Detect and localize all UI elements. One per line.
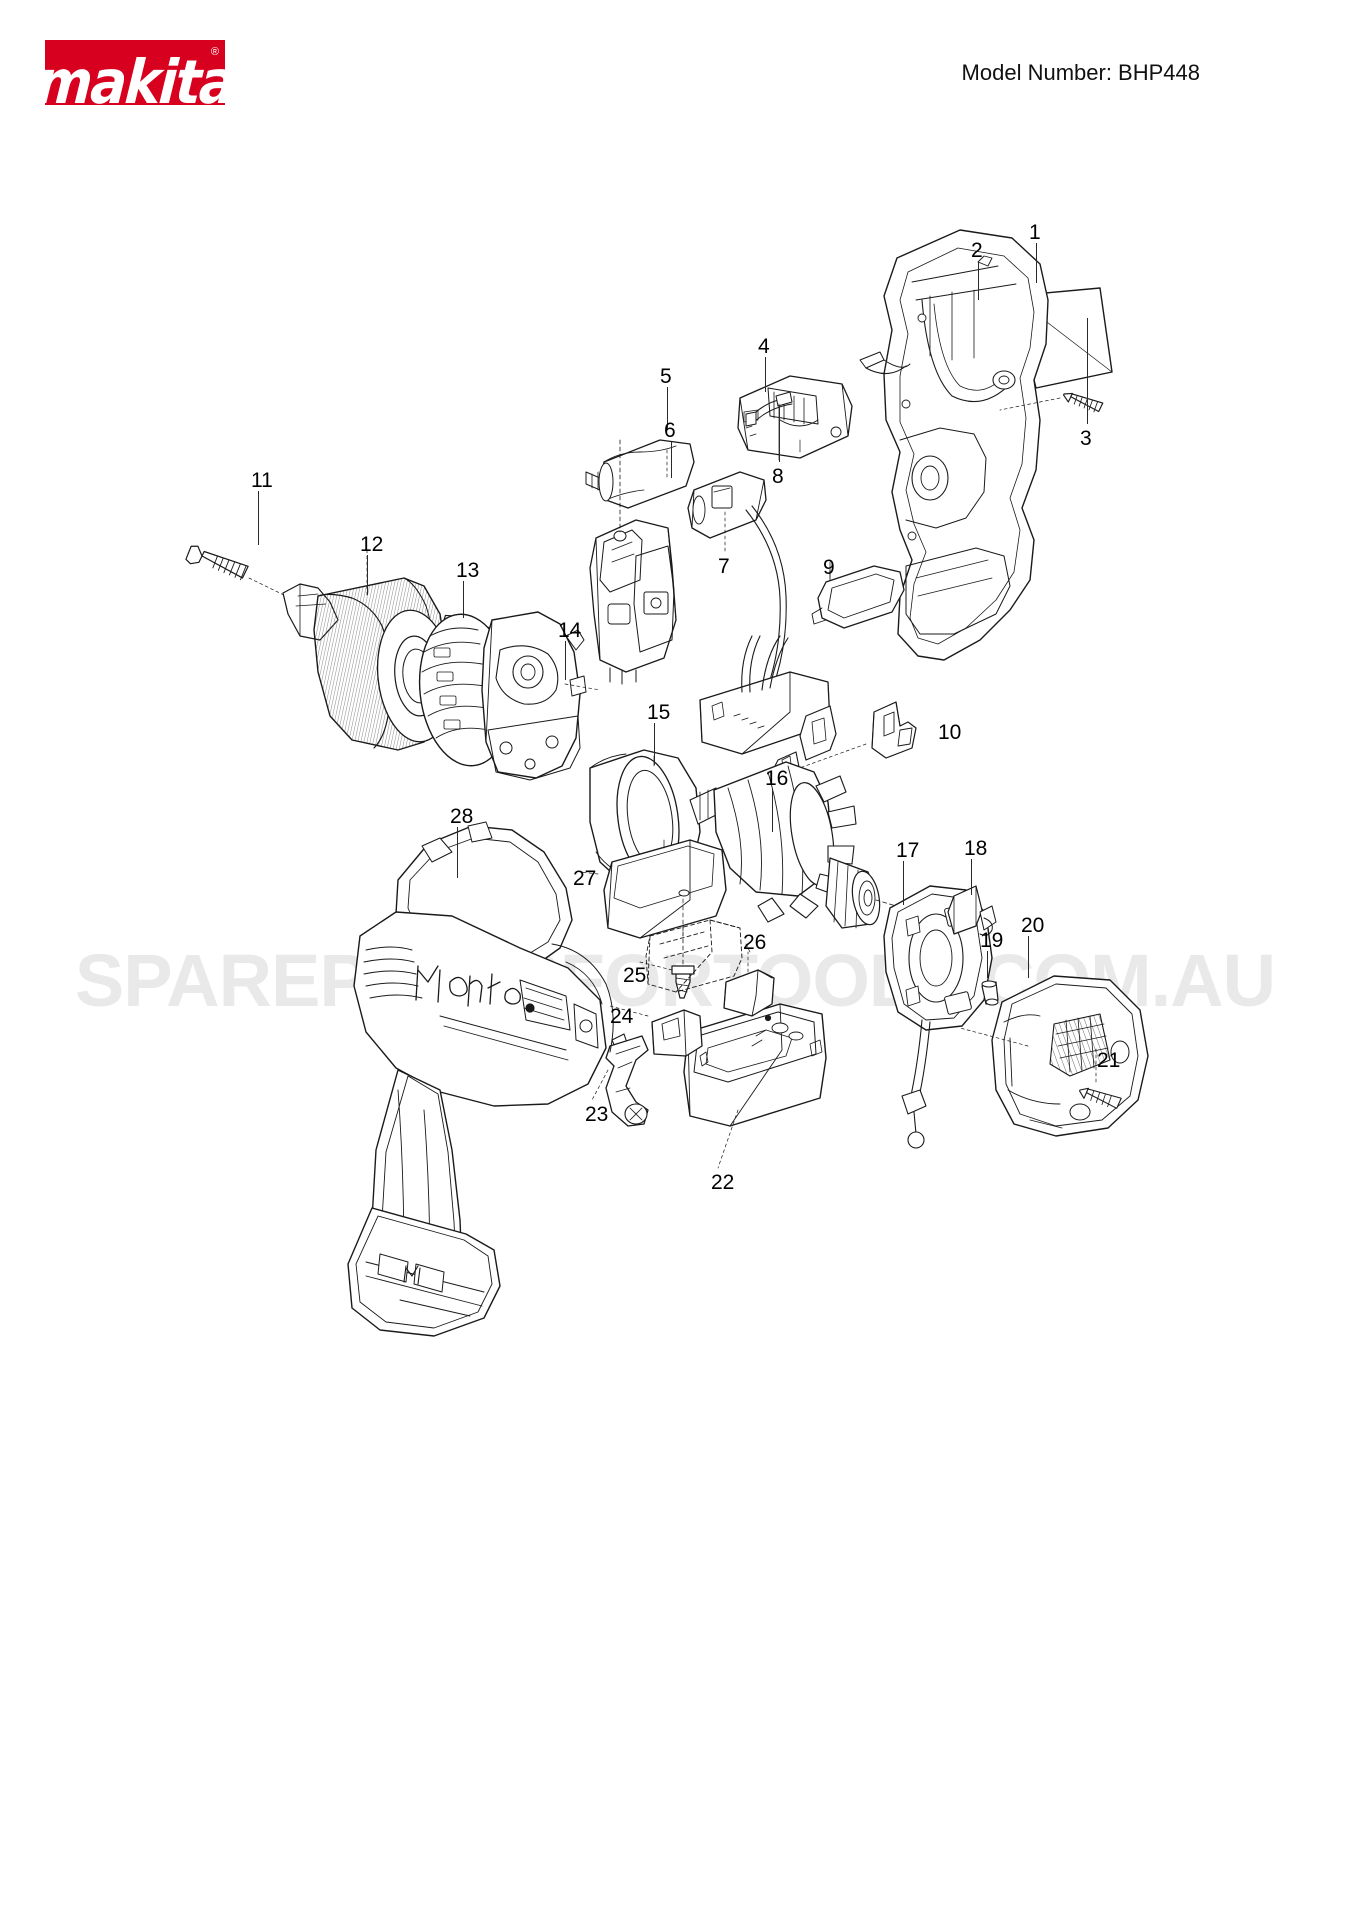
part-3-screw: [999, 385, 1104, 417]
part-27-controller-plate: [579, 839, 743, 993]
leader-8: [779, 405, 780, 462]
part-4-speed-selector: [737, 375, 853, 459]
part-24-insulation-cap: [609, 1005, 703, 1057]
part-26-insulation-block: [723, 941, 775, 1017]
part-callout-24: 24: [610, 1005, 634, 1028]
leader-20: [1028, 936, 1029, 978]
leader-28: [457, 827, 458, 878]
part-19-pin-bushing: [981, 980, 999, 1006]
part-callout-19: 19: [980, 929, 1004, 952]
leader-1: [1036, 243, 1037, 283]
part-callout-22: 22: [711, 1171, 735, 1194]
leader-13: [463, 581, 464, 618]
part-callout-8: 8: [772, 465, 784, 488]
part-callout-14: 14: [558, 619, 582, 642]
part-callout-1: 1: [1029, 221, 1041, 244]
leader-6: [671, 441, 672, 478]
part-callout-10: 10: [938, 721, 962, 744]
part-callout-27: 27: [573, 867, 597, 890]
part-callout-26: 26: [743, 931, 767, 954]
part-callout-9: 9: [823, 556, 835, 579]
leader-15: [654, 723, 655, 765]
part-callout-3: 3: [1080, 427, 1092, 450]
controller-connector-block: [699, 635, 837, 761]
part-callout-5: 5: [660, 365, 672, 388]
leader-14: [565, 641, 566, 680]
part-6-switch-assembly: [589, 439, 677, 685]
part-callout-18: 18: [964, 837, 988, 860]
part-callout-6: 6: [664, 419, 676, 442]
part-callout-15: 15: [647, 701, 671, 724]
part-callout-7: 7: [718, 555, 730, 578]
part-14-gear-assembly: [418, 611, 601, 781]
part-callout-23: 23: [585, 1103, 609, 1126]
part-28-left-housing: [347, 821, 614, 1337]
part-2-housing-half: [883, 229, 1049, 661]
part-21-cap-screw: [1079, 1045, 1122, 1109]
part-18-carbon-brush: [947, 885, 997, 936]
registered-trademark-icon: ®: [210, 46, 219, 58]
leader-3: [1087, 318, 1088, 424]
leader-12: [367, 555, 368, 595]
part-23-terminal-strap: [591, 1033, 649, 1127]
part-callout-4: 4: [758, 335, 770, 358]
part-5-reversing-lever: [585, 439, 695, 509]
leader-19: [987, 951, 988, 978]
model-number-label: Model Number: BHP448: [961, 60, 1200, 85]
leader-4: [765, 357, 766, 392]
part-callout-21: 21: [1097, 1049, 1121, 1072]
part-callout-25: 25: [623, 964, 647, 987]
part-callout-17: 17: [896, 839, 920, 862]
part-callout-11: 11: [251, 469, 273, 492]
part-callout-12: 12: [360, 533, 384, 556]
part-8-leaf-springs: [745, 351, 911, 461]
leader-18: [971, 859, 972, 895]
leader-5: [667, 387, 668, 430]
part-22-controller-tray: [683, 1003, 827, 1169]
part-callout-28: 28: [450, 805, 474, 828]
leader-11: [258, 491, 259, 545]
part-callout-20: 20: [1021, 914, 1045, 937]
leader-16: [772, 789, 773, 832]
makita-logo: makita ®: [45, 40, 225, 105]
leader-17: [903, 861, 904, 905]
leader-2: [978, 261, 979, 300]
part-callout-2: 2: [971, 239, 983, 262]
part-callout-16: 16: [765, 767, 789, 790]
part-9-lamp-lens: [811, 561, 905, 629]
part-16-armature: [689, 761, 917, 929]
part-11-chuck-screw: [185, 545, 291, 599]
page-header: makita ® Model Number: BHP448: [0, 0, 1350, 120]
part-callout-13: 13: [456, 559, 480, 582]
part-7-led-lamp: [687, 471, 787, 693]
